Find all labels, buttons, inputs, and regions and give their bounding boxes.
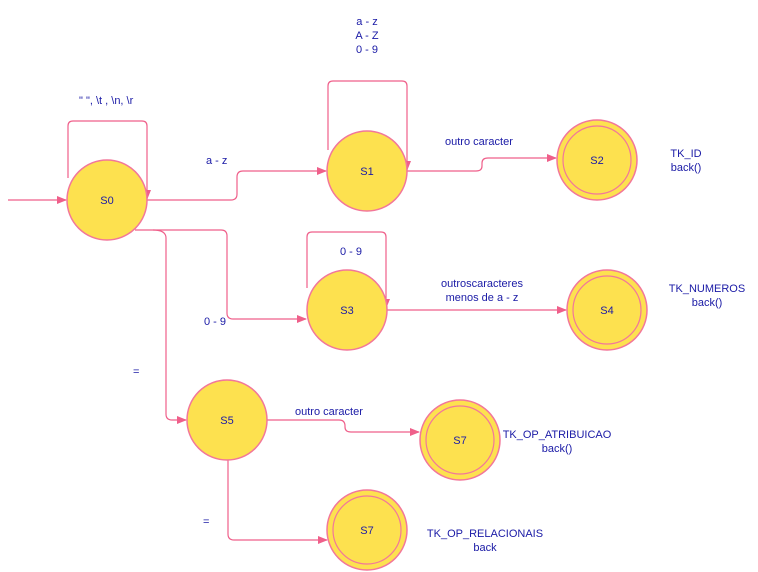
- edge-s1-self-label-3: 0 - 9: [356, 44, 378, 56]
- state-s7b-final: S7: [326, 489, 408, 571]
- edge-s1-s2-label: outro caracter: [445, 136, 513, 148]
- state-s4-final: S4: [566, 269, 648, 351]
- state-s0-label: S0: [100, 195, 113, 207]
- edge-s1-s2: [407, 154, 557, 172]
- edge-s5-s7a: [267, 419, 420, 436]
- edge-s1-self: [327, 80, 411, 171]
- state-s7b-label: S7: [360, 525, 373, 537]
- state-s3-label: S3: [340, 305, 353, 317]
- edge-s1-self-label-2: A - Z: [355, 30, 379, 42]
- token-s2-name: TK_ID: [670, 148, 701, 160]
- edge-s5-s7b: [227, 460, 328, 544]
- token-s7a-action: back(): [542, 443, 573, 455]
- edge-s5-s7b-label: =: [203, 516, 209, 528]
- edge-s5-s7a-label: outro caracter: [295, 406, 363, 418]
- token-s2-action: back(): [671, 162, 702, 174]
- edge-s1-self-label-1: a - z: [356, 16, 377, 28]
- edge-s0-s5: [152, 229, 187, 424]
- state-s1: S1: [326, 130, 408, 212]
- state-s7a-final: S7: [419, 399, 501, 481]
- edge-s0-s5-label: =: [133, 366, 139, 378]
- token-s4-action: back(): [692, 297, 723, 309]
- state-s4-label: S4: [600, 305, 613, 317]
- token-s7b-action: back: [473, 542, 497, 554]
- token-s4-name: TK_NUMEROS: [669, 283, 745, 295]
- state-s7a-label: S7: [453, 435, 466, 447]
- edge-s0-s1-label: a - z: [206, 155, 227, 167]
- edge-s0-self-label: " ", \t , \n, \r: [79, 95, 134, 107]
- edge-s3-self: [306, 231, 390, 309]
- edge-s0-s3-label: 0 - 9: [204, 316, 226, 328]
- token-s7a-name: TK_OP_ATRIBUICAO: [503, 429, 612, 441]
- state-s1-label: S1: [360, 166, 373, 178]
- edge-s0-self: [67, 120, 151, 200]
- state-s3: S3: [306, 269, 388, 351]
- edge-s0-s3: [135, 229, 307, 323]
- state-s2-final: S2: [556, 119, 638, 201]
- edge-s3-self-label: 0 - 9: [340, 246, 362, 258]
- state-s2-label: S2: [590, 155, 603, 167]
- edge-s0-s1: [147, 167, 327, 201]
- state-s0: S0: [66, 159, 148, 241]
- edge-s3-s4-label-2: menos de a - z: [446, 292, 519, 304]
- token-s7b-name: TK_OP_RELACIONAIS: [427, 528, 543, 540]
- state-s5-label: S5: [220, 415, 233, 427]
- state-s5: S5: [186, 379, 268, 461]
- edge-s3-s4-label-1: outroscaracteres: [441, 278, 523, 290]
